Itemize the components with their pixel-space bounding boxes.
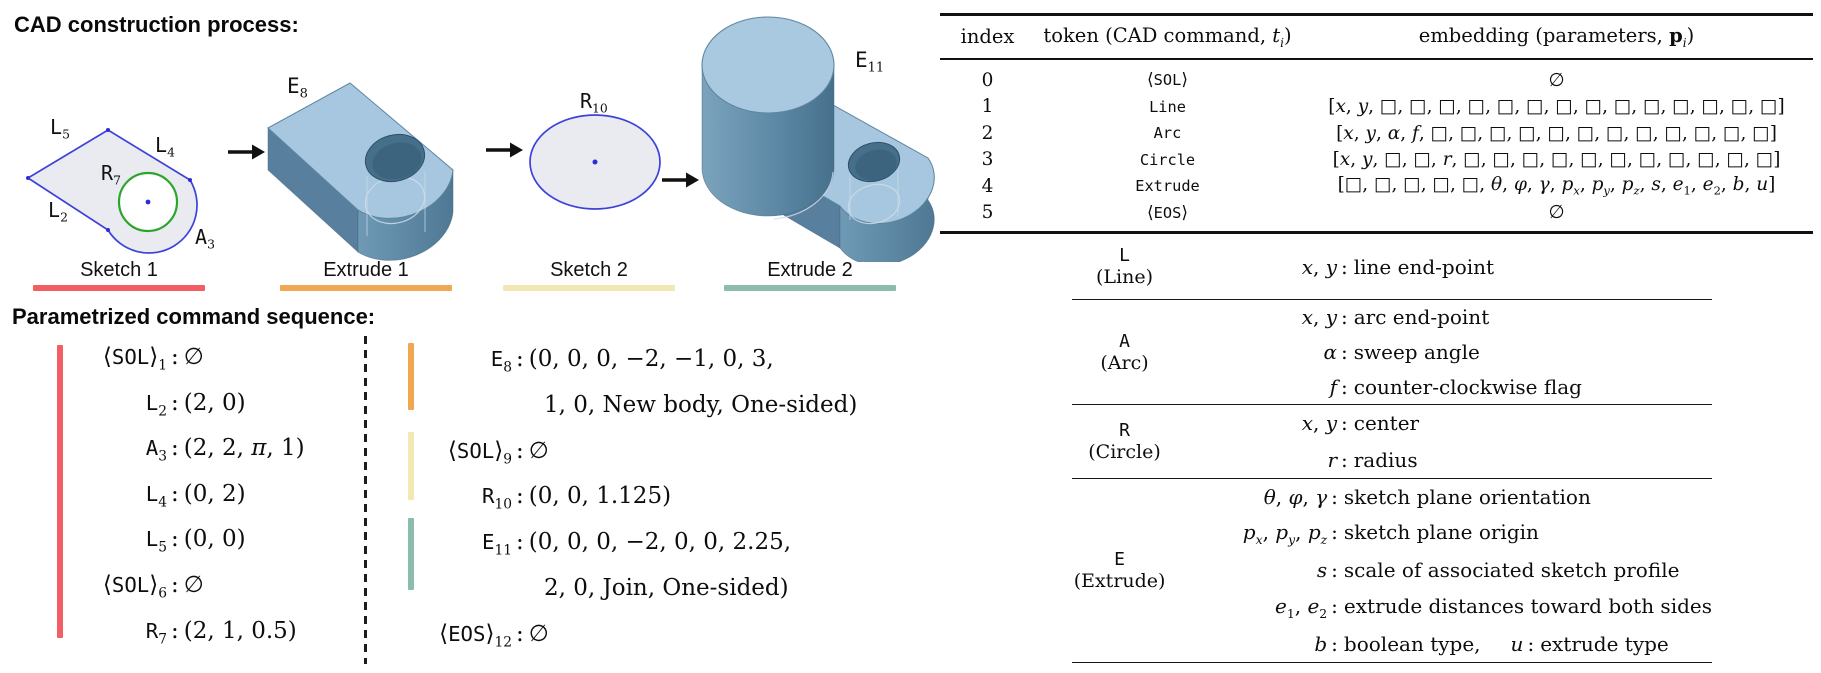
circle-label-R7: R7 bbox=[101, 161, 121, 187]
stage-extrude2: Extrude 2 bbox=[724, 259, 896, 291]
sequence-line: ⟨SOL⟩6:∅ bbox=[102, 572, 204, 602]
arrow-right-icon bbox=[486, 142, 523, 158]
sequence-line: E11:(0, 0, 0, −2, 0, 0, 2.25, bbox=[481, 529, 792, 559]
arc-label-A3: A3 bbox=[195, 225, 215, 251]
sequence-line: R7:(2, 1, 0.5) bbox=[145, 617, 297, 648]
command-name-cell: E(Extrude) bbox=[1073, 549, 1166, 592]
stage-underline bbox=[33, 285, 205, 291]
token-table-row: 0⟨SOL⟩∅ bbox=[981, 69, 1565, 91]
sequence-line: ⟨SOL⟩9:∅ bbox=[447, 437, 549, 468]
circle-center-dot bbox=[592, 159, 598, 165]
param-line: f:counter-clockwise flag bbox=[1329, 374, 1582, 399]
token-table-row: 5⟨EOS⟩∅ bbox=[981, 202, 1565, 224]
param-table-group-A: A(Arc) x, y:arc end-point α:sweep angle f:c… bbox=[1072, 300, 1712, 405]
sketch1-drawing: L5 L4 R7 L2 A3 bbox=[26, 115, 215, 254]
circle-center-dot bbox=[145, 199, 151, 205]
stage-sketch1: Sketch 1 bbox=[33, 259, 205, 291]
sequence-title: Parametrized command sequence: bbox=[12, 304, 376, 329]
edge-label-L5: L5 bbox=[50, 115, 70, 141]
param-line: x, y:line end-point bbox=[1301, 254, 1495, 279]
extrude2-solid: E11 bbox=[701, 16, 935, 262]
token-embedding-table: index token (CAD command, ti) embedding … bbox=[940, 13, 1813, 234]
stage-extrude1: Extrude 1 bbox=[280, 259, 452, 291]
circle-label-R10: R10 bbox=[580, 89, 608, 115]
command-name-cell: R(Circle) bbox=[1088, 420, 1161, 463]
extrude2-cylinder-top bbox=[701, 16, 835, 114]
param-line: θ, φ, γ:sketch plane orientation bbox=[1263, 484, 1591, 509]
sequence-line: R10:(0, 0, 1.125) bbox=[481, 483, 672, 513]
sketch2-group-bar bbox=[408, 432, 414, 500]
process-title: CAD construction process: bbox=[14, 12, 299, 37]
table-bottom-rule bbox=[940, 230, 1813, 234]
command-sequence-right-column: E8:(0, 0, 0, −2, −1, 0, 3, 1, 0, New body… bbox=[420, 333, 940, 663]
param-line: α:sweep angle bbox=[1323, 339, 1480, 364]
param-descriptions: x, y:center r:radius bbox=[1177, 405, 1712, 478]
table-top-rule bbox=[940, 13, 1813, 16]
param-table-group-E: E(Extrude)θ, φ, γ:sketch plane orientati… bbox=[1072, 479, 1712, 663]
sequence-line: 2, 0, Join, One-sided) bbox=[544, 575, 789, 601]
sequence-line: ⟨SOL⟩1:∅ bbox=[102, 344, 204, 374]
extrude2-group-bar bbox=[408, 518, 414, 590]
sequence-line: 1, 0, New body, One-sided) bbox=[544, 391, 858, 418]
solid-label-E11: E11 bbox=[855, 48, 884, 76]
param-descriptions: x, y:arc end-point α:sweep angle f:counter… bbox=[1177, 300, 1712, 404]
stage-underline bbox=[280, 285, 452, 291]
param-line: r:radius bbox=[1327, 447, 1418, 472]
sketch1-group-bar bbox=[57, 345, 63, 638]
sequence-line: ⟨EOS⟩12:∅ bbox=[439, 620, 549, 651]
param-line: x, y:arc end-point bbox=[1301, 305, 1490, 330]
param-table-group-R: R(Circle) x, y:center r:radius bbox=[1072, 405, 1712, 479]
column-divider-dashed bbox=[364, 336, 367, 664]
param-line: b:boolean type,u:extrude type bbox=[1314, 632, 1669, 657]
header-token: token (CAD command, ti) bbox=[1043, 23, 1292, 50]
param-descriptions: x, y:line end-point bbox=[1177, 234, 1712, 299]
cylinder-base-seam bbox=[773, 171, 834, 220]
stage-underline bbox=[724, 285, 896, 291]
table-mid-rule bbox=[940, 57, 1813, 60]
solid-label-E8: E8 bbox=[287, 74, 308, 102]
param-line: e1, e2:extrude distances toward both sid… bbox=[1274, 593, 1712, 621]
sequence-line: A3:(2, 2, π, 1) bbox=[145, 435, 305, 465]
edge-label-L2: L2 bbox=[48, 198, 68, 224]
arrow-right-icon bbox=[228, 144, 265, 160]
sequence-line: E8:(0, 0, 0, −2, −1, 0, 3, bbox=[490, 346, 774, 376]
param-table-group-L: L(Line) x, y:line end-point bbox=[1072, 234, 1712, 300]
command-sequence-left-column: ⟨SOL⟩1:∅ L2:(2, 0) A3:(2, 2, π, 1) L4:(0, 2… bbox=[75, 333, 365, 663]
param-line: s:scale of associated sketch profile bbox=[1316, 558, 1680, 583]
param-line: px, py, pz:sketch plane origin bbox=[1242, 520, 1539, 548]
command-name-cell: A(Arc) bbox=[1100, 330, 1149, 374]
extrude1-solid: E8 bbox=[267, 74, 454, 261]
sequence-line: L4:(0, 2) bbox=[145, 480, 246, 511]
sketch2-drawing: R10 bbox=[529, 89, 661, 210]
header-index: index bbox=[960, 25, 1015, 49]
sequence-line: L2:(2, 0) bbox=[145, 389, 246, 420]
extrude1-group-bar bbox=[408, 343, 414, 410]
param-line: x, y:center bbox=[1301, 411, 1420, 436]
command-name-cell: L(Line) bbox=[1096, 245, 1153, 288]
stage-underline bbox=[503, 285, 675, 291]
header-embedding: embedding (parameters, pi) bbox=[1418, 23, 1695, 50]
table-header-row: index token (CAD command, ti) embedding … bbox=[940, 16, 1813, 58]
arrow-right-icon bbox=[662, 172, 699, 188]
stage-sketch2: Sketch 2 bbox=[503, 259, 675, 291]
param-descriptions: θ, φ, γ:sketch plane orientation px, py, … bbox=[1167, 479, 1712, 662]
sequence-line: L5:(0, 0) bbox=[145, 526, 246, 556]
edge-label-L4: L4 bbox=[155, 133, 175, 159]
